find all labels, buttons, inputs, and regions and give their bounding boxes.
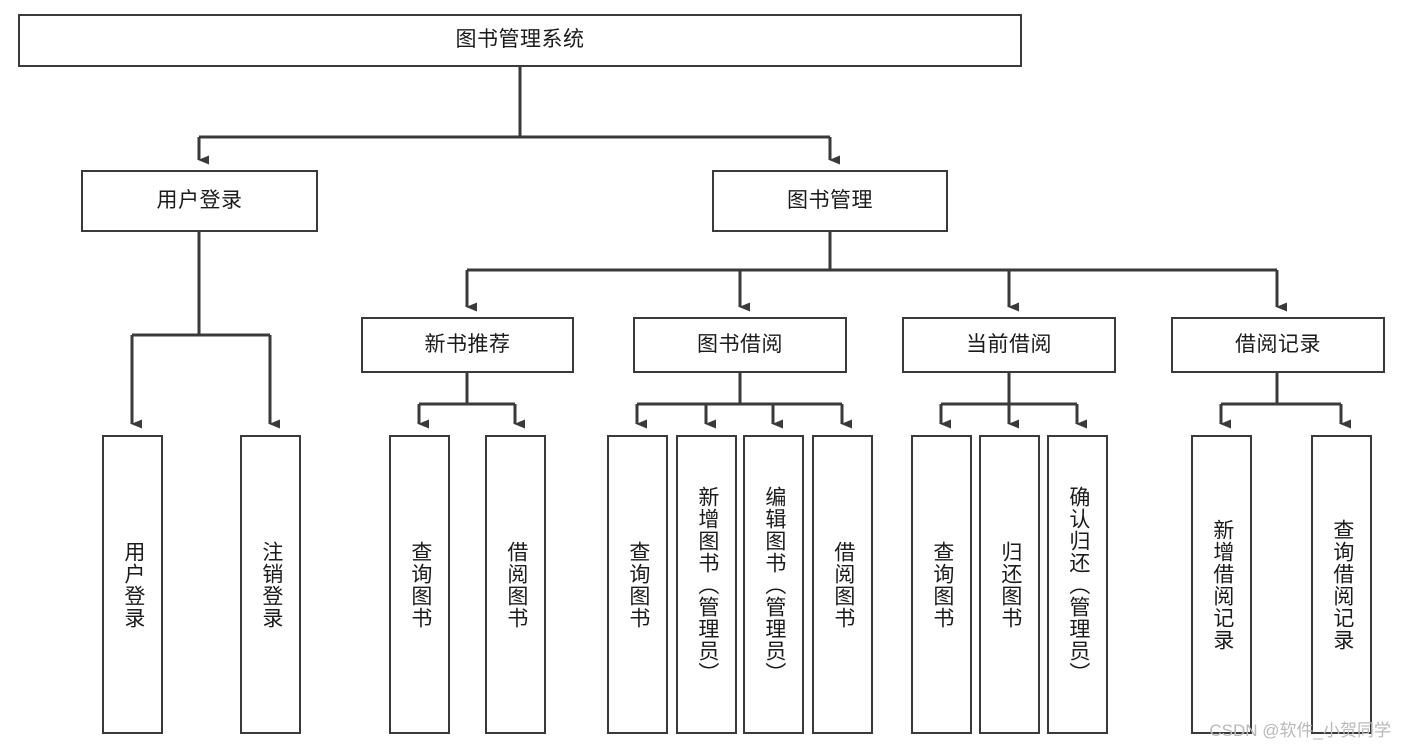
leaf-label-new-book-query: 查询图书 xyxy=(408,540,432,629)
leaf-book-borrow-edit[interactable]: 编辑图书（管理员） xyxy=(743,435,804,734)
leaf-current-borrow-query[interactable]: 查询图书 xyxy=(911,435,972,734)
leaf-current-borrow-confirm[interactable]: 确认归还（管理员） xyxy=(1047,435,1108,734)
leaf-new-book-query[interactable]: 查询图书 xyxy=(389,435,450,734)
leaf-label-borrow-records-query: 查询借阅记录 xyxy=(1330,518,1354,651)
leaf-user-login-login[interactable]: 用户登录 xyxy=(102,435,163,734)
node-new-book-recommend[interactable]: 新书推荐 xyxy=(361,317,574,373)
leaf-label-current-borrow-query: 查询图书 xyxy=(930,540,954,629)
node-system-root[interactable]: 图书管理系统 xyxy=(18,14,1022,67)
leaf-label-borrow-records-add: 新增借阅记录 xyxy=(1210,518,1234,651)
node-user-login[interactable]: 用户登录 xyxy=(81,170,318,232)
leaf-book-borrow-add[interactable]: 新增图书（管理员） xyxy=(676,435,737,734)
leaf-label-user-login-logout: 注销登录 xyxy=(259,540,283,629)
node-current-borrow[interactable]: 当前借阅 xyxy=(902,317,1116,373)
node-label-new-book-recommend: 新书推荐 xyxy=(424,332,511,356)
leaf-current-borrow-return[interactable]: 归还图书 xyxy=(979,435,1040,734)
leaf-borrow-records-add[interactable]: 新增借阅记录 xyxy=(1191,435,1252,734)
csdn-watermark: CSDN @软件_小贺同学 xyxy=(1209,721,1391,740)
node-label-current-borrow: 当前借阅 xyxy=(966,332,1052,356)
leaf-label-book-borrow-add: 新增图书（管理员） xyxy=(695,485,719,684)
node-borrow-records[interactable]: 借阅记录 xyxy=(1171,317,1385,373)
leaf-label-new-book-borrow: 借阅图书 xyxy=(504,540,528,629)
leaf-label-book-borrow-borrow: 借阅图书 xyxy=(831,540,855,629)
node-label-user-login: 用户登录 xyxy=(156,188,243,212)
leaf-label-book-borrow-edit: 编辑图书（管理员） xyxy=(762,485,786,684)
leaf-label-current-borrow-confirm: 确认归还（管理员） xyxy=(1066,485,1090,684)
leaf-label-user-login-login: 用户登录 xyxy=(121,540,145,629)
leaf-book-borrow-query[interactable]: 查询图书 xyxy=(607,435,668,734)
leaf-borrow-records-query[interactable]: 查询借阅记录 xyxy=(1311,435,1372,734)
node-label-book-borrow: 图书借阅 xyxy=(697,332,783,356)
leaf-label-current-borrow-return: 归还图书 xyxy=(998,540,1022,629)
node-label-system-root: 图书管理系统 xyxy=(455,28,585,52)
leaf-label-book-borrow-query: 查询图书 xyxy=(626,540,650,629)
leaf-user-login-logout[interactable]: 注销登录 xyxy=(240,435,301,734)
node-label-borrow-records: 借阅记录 xyxy=(1235,332,1321,356)
node-book-borrow[interactable]: 图书借阅 xyxy=(633,317,847,373)
node-label-book-management: 图书管理 xyxy=(787,188,873,212)
leaf-new-book-borrow[interactable]: 借阅图书 xyxy=(485,435,546,734)
node-book-management[interactable]: 图书管理 xyxy=(712,170,948,232)
leaf-book-borrow-borrow[interactable]: 借阅图书 xyxy=(812,435,873,734)
